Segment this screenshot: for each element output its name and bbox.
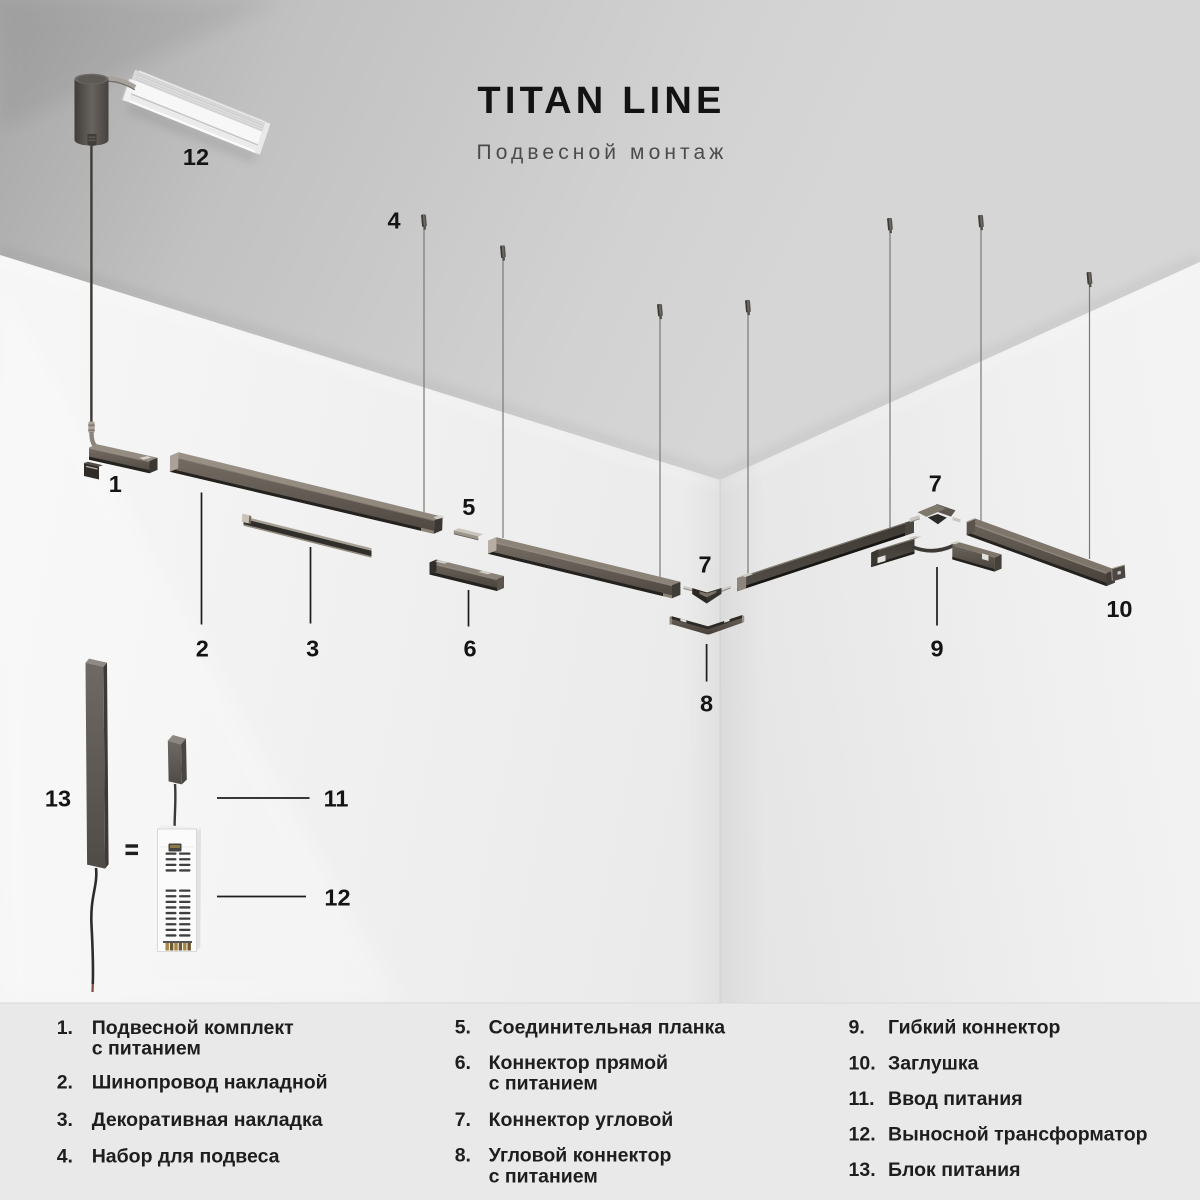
svg-text:13.: 13. xyxy=(849,1159,876,1181)
svg-text:1.: 1. xyxy=(57,1017,73,1039)
svg-text:4.: 4. xyxy=(57,1146,73,1168)
svg-text:Угловой коннектор: Угловой коннектор xyxy=(489,1145,672,1167)
svg-text:11: 11 xyxy=(324,786,349,812)
svg-text:Подвесной монтаж: Подвесной монтаж xyxy=(477,141,728,164)
svg-text:12: 12 xyxy=(324,885,350,911)
svg-text:Выносной трансформатор: Выносной трансформатор xyxy=(888,1124,1148,1146)
svg-text:с питанием: с питанием xyxy=(489,1165,598,1187)
svg-text:Заглушка: Заглушка xyxy=(888,1052,979,1074)
svg-text:1: 1 xyxy=(109,471,122,497)
svg-text:Соединительная планка: Соединительная планка xyxy=(489,1017,726,1039)
svg-text:12.: 12. xyxy=(849,1124,876,1146)
svg-text:4: 4 xyxy=(387,208,400,234)
svg-text:с питанием: с питанием xyxy=(489,1073,598,1095)
svg-text:13: 13 xyxy=(45,786,71,812)
svg-text:11.: 11. xyxy=(849,1088,875,1110)
svg-text:3.: 3. xyxy=(57,1109,73,1131)
svg-text:6.: 6. xyxy=(455,1052,471,1074)
svg-text:7: 7 xyxy=(929,471,942,497)
svg-text:Коннектор угловой: Коннектор угловой xyxy=(489,1109,674,1131)
svg-text:2.: 2. xyxy=(57,1072,73,1094)
svg-text:Подвесной комплект: Подвесной комплект xyxy=(92,1017,294,1039)
svg-text:с питанием: с питанием xyxy=(92,1038,201,1060)
svg-text:Гибкий коннектор: Гибкий коннектор xyxy=(888,1017,1061,1039)
svg-text:Ввод питания: Ввод питания xyxy=(888,1088,1023,1110)
svg-text:Шинопровод накладной: Шинопровод накладной xyxy=(92,1072,328,1094)
svg-text:7: 7 xyxy=(698,552,711,578)
svg-text:Набор для подвеса: Набор для подвеса xyxy=(92,1146,280,1168)
svg-text:Блок питания: Блок питания xyxy=(888,1159,1021,1181)
svg-text:3: 3 xyxy=(306,636,319,662)
svg-text:10.: 10. xyxy=(849,1052,876,1074)
svg-text:5.: 5. xyxy=(455,1017,471,1039)
svg-text:12: 12 xyxy=(183,144,209,170)
svg-text:TITAN LINE: TITAN LINE xyxy=(477,80,725,122)
svg-text:Коннектор прямой: Коннектор прямой xyxy=(489,1052,668,1074)
svg-text:6: 6 xyxy=(463,636,476,662)
svg-text:5: 5 xyxy=(462,494,475,520)
svg-text:2: 2 xyxy=(196,636,209,662)
svg-text:9.: 9. xyxy=(849,1017,865,1039)
svg-text:8: 8 xyxy=(700,691,713,717)
svg-text:10: 10 xyxy=(1106,596,1132,622)
svg-text:Декоративная накладка: Декоративная накладка xyxy=(92,1109,323,1131)
svg-text:9: 9 xyxy=(930,635,943,661)
svg-text:7.: 7. xyxy=(455,1109,471,1131)
svg-text:8.: 8. xyxy=(455,1145,471,1167)
